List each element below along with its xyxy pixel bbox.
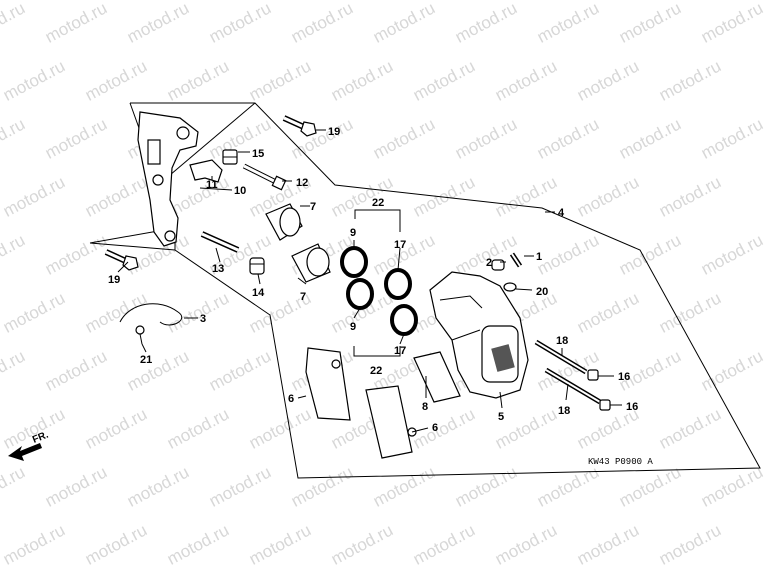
pad-retainer-clip (189, 159, 223, 183)
pad-shim (413, 351, 461, 403)
part-label-13: 13 (212, 263, 224, 275)
part-label-20: 20 (536, 286, 548, 298)
caliper-body (429, 271, 529, 399)
part-label-17b: 17 (394, 345, 406, 357)
part-label-15: 15 (252, 148, 264, 160)
bleeder-screw (509, 252, 523, 268)
part-label-19a: 19 (328, 126, 340, 138)
part-label-9a: 9 (350, 227, 356, 239)
front-marker: FR. (31, 429, 50, 445)
part-label-3: 3 (200, 313, 206, 325)
part-label-18a: 18 (556, 335, 568, 347)
part-label-14: 14 (252, 287, 265, 299)
part-label-10: 10 (234, 185, 246, 197)
part-labels: 1 2 3 4 5 6 6 7 7 8 9 9 10 11 12 13 14 1… (108, 126, 638, 434)
caliper-pin-bolt (242, 163, 287, 191)
part-label-17a: 17 (394, 239, 406, 251)
part-label-9b: 9 (350, 321, 356, 333)
part-label-5: 5 (498, 411, 504, 423)
part-label-16b: 16 (626, 401, 638, 413)
part-label-12: 12 (296, 177, 308, 189)
brake-pad-right (365, 385, 417, 459)
part-label-1: 1 (536, 251, 542, 263)
piston-seal-upper (340, 246, 368, 278)
part-label-11: 11 (206, 179, 218, 191)
dust-seal-lower (390, 304, 418, 336)
part-label-22a: 22 (372, 197, 384, 209)
pin-boot-lower (291, 243, 331, 283)
piston-seal-lower (346, 278, 374, 310)
diagram-code: KW43 P0900 A (588, 457, 653, 467)
caliper-bracket (137, 111, 199, 247)
leader-lines (117, 129, 622, 433)
part-label-6b: 6 (432, 422, 438, 434)
front-direction-arrow: FR. (8, 429, 50, 461)
part-label-2: 2 (486, 257, 492, 269)
part-label-6a: 6 (288, 393, 294, 405)
pad-pin-lower (544, 367, 611, 411)
part-label-8: 8 (422, 401, 428, 413)
bracket-bolt (282, 115, 317, 137)
part-label-4: 4 (558, 207, 565, 219)
part-label-16a: 16 (618, 371, 630, 383)
pin-boot (249, 257, 265, 275)
spring-bolt (135, 325, 145, 345)
part-label-7b: 7 (300, 291, 306, 303)
part-label-18b: 18 (558, 405, 570, 417)
part-label-7a: 7 (310, 201, 316, 213)
sealing-washer (503, 282, 517, 292)
brake-pad-left (305, 347, 351, 421)
mounting-bolt (104, 249, 139, 271)
part-label-19b: 19 (108, 274, 120, 286)
part-label-21: 21 (140, 354, 152, 366)
caliper-pin (200, 231, 240, 253)
pad-spring (119, 303, 183, 326)
dust-seal-upper (384, 268, 412, 300)
pin-boot-upper (265, 203, 303, 241)
boot-collar (222, 149, 238, 165)
pad-pin-upper (534, 339, 599, 381)
part-label-22b: 22 (370, 365, 382, 377)
